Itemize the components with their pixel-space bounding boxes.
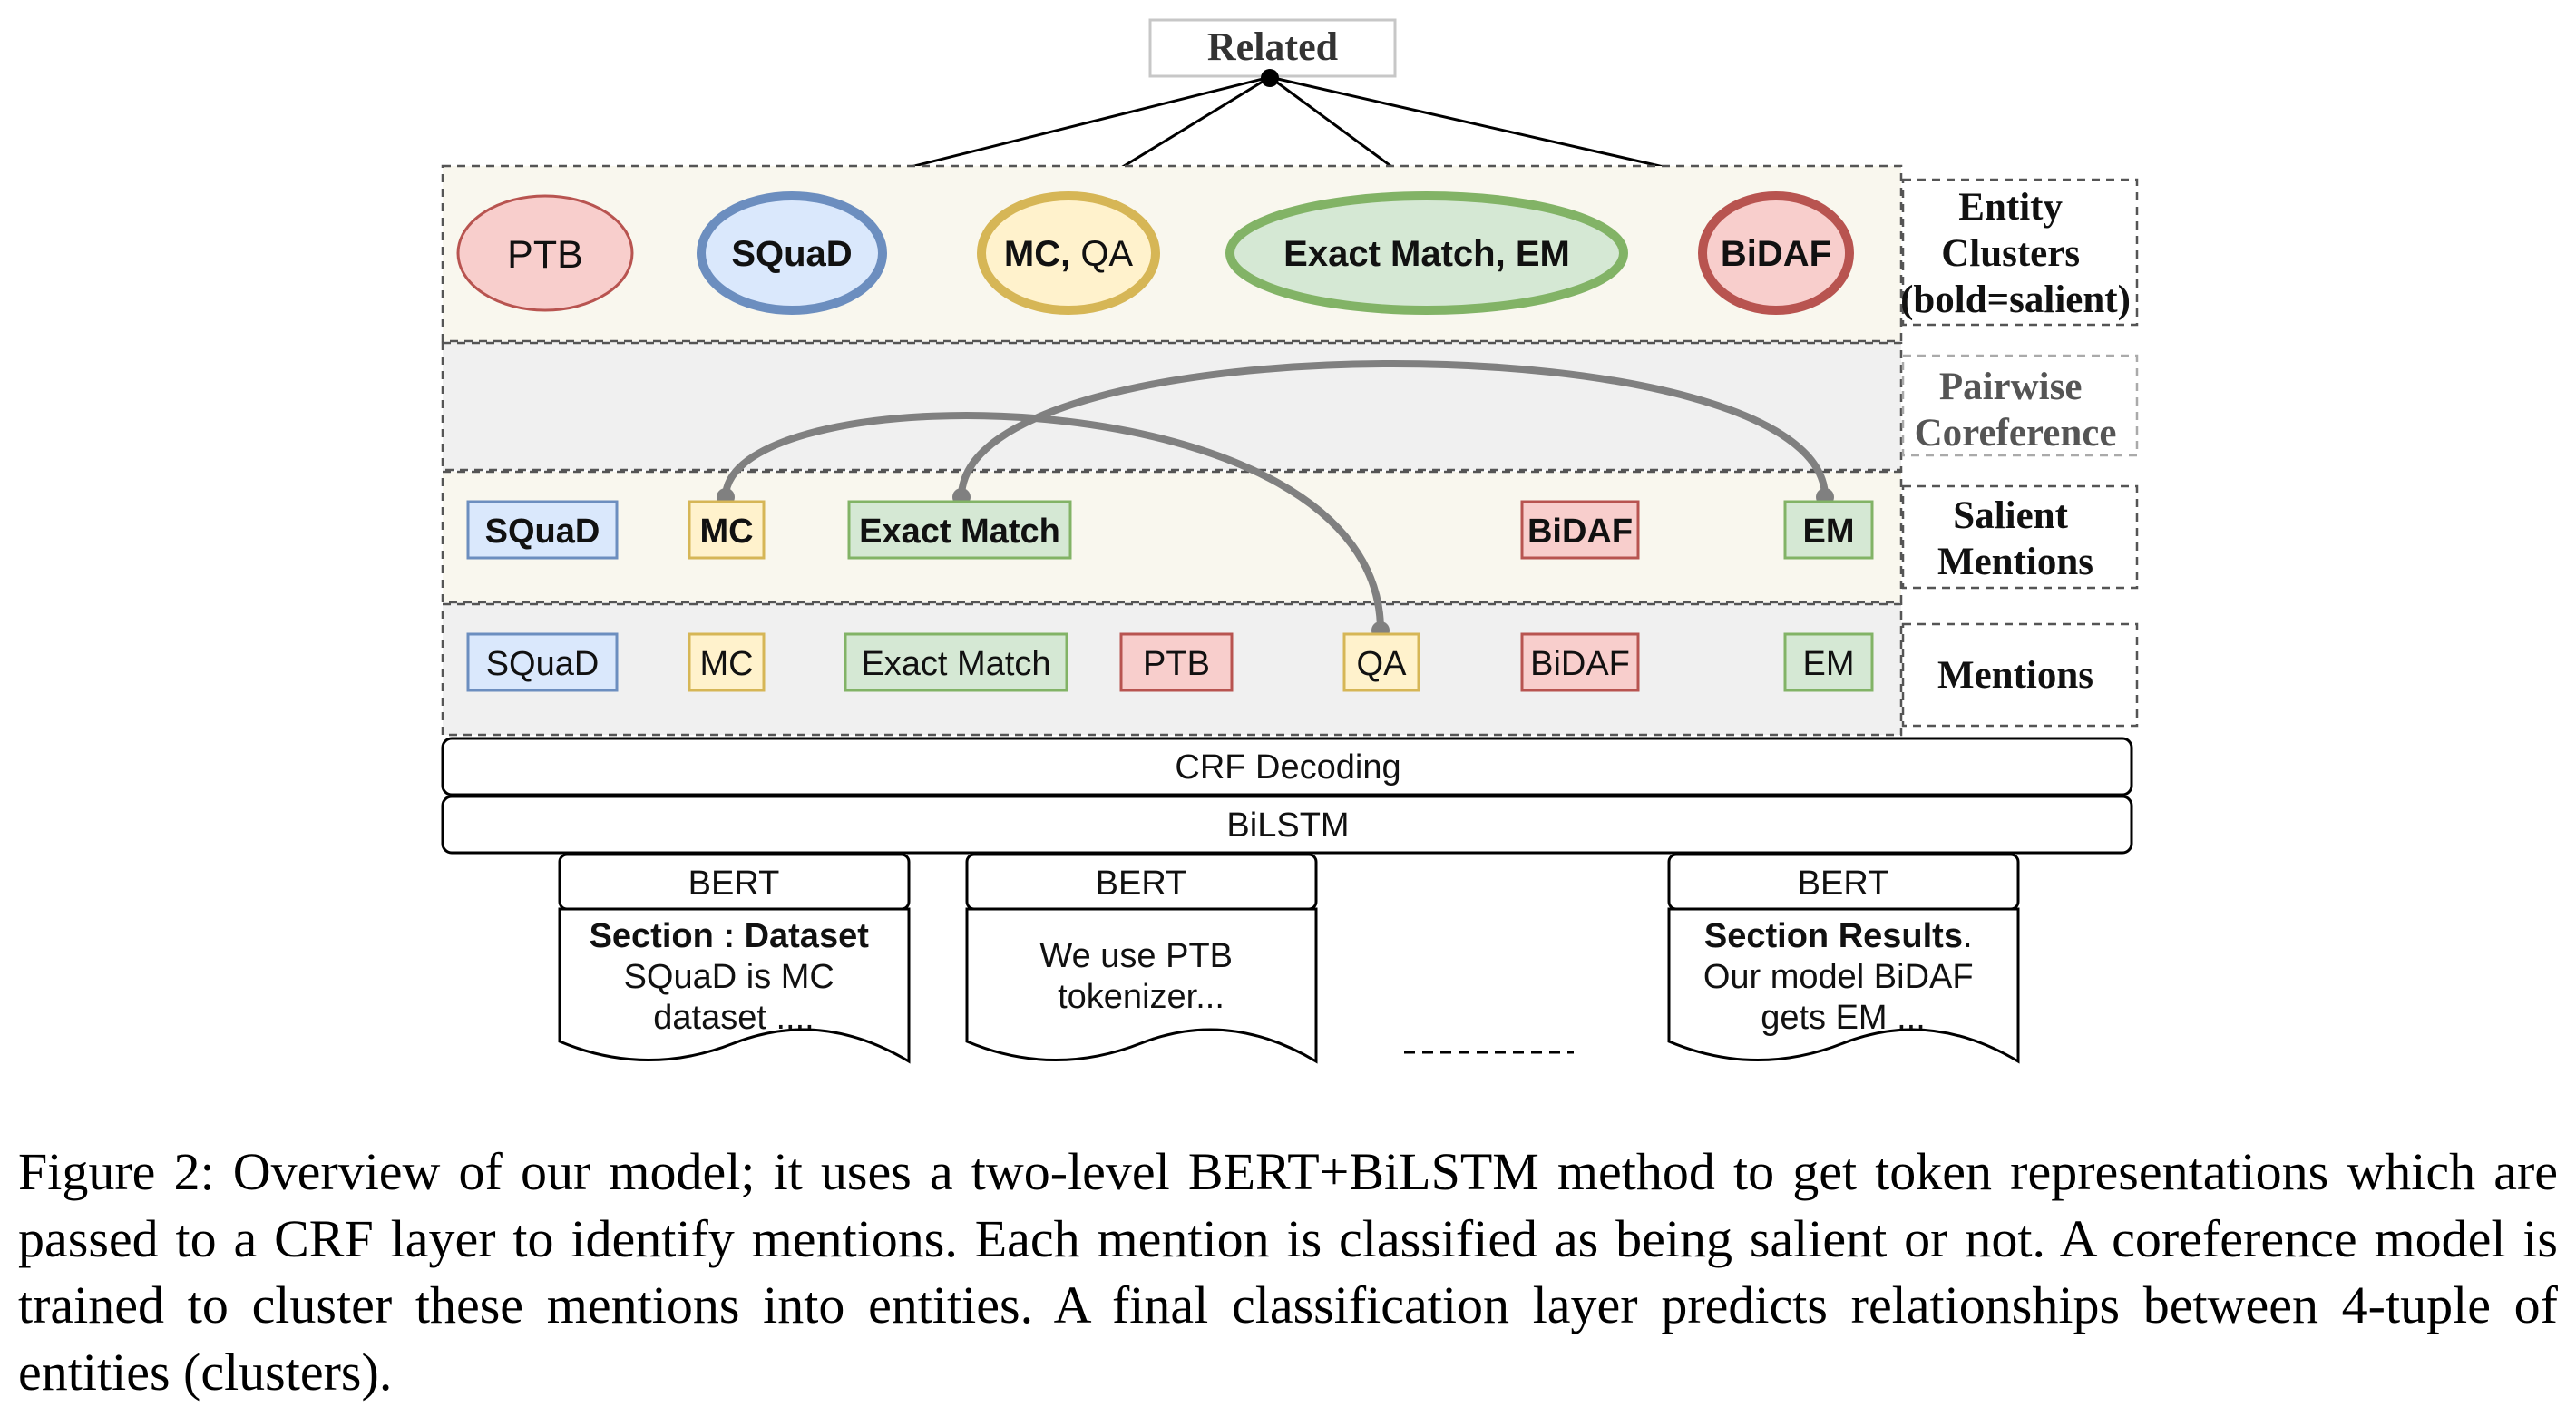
cluster-squad-label: SQuaD bbox=[731, 234, 852, 274]
salient-mention-exact-match-label: Exact Match bbox=[859, 513, 1060, 551]
salient-mention-mc-label: MC bbox=[699, 513, 753, 551]
salient-mentions: SQuaD MC Exact Match BiDAF EM bbox=[466, 500, 1874, 560]
salient-mentions-band bbox=[441, 470, 1903, 604]
cluster-mc-qa bbox=[977, 191, 1160, 315]
salient-mention-bidaf bbox=[1520, 500, 1640, 560]
figure-caption: Figure 2: Overview of our model; it uses… bbox=[18, 1142, 2558, 1402]
document-2-text: We use PTB tokenizer... bbox=[1039, 937, 1242, 1016]
salient-label-box bbox=[1901, 484, 2139, 590]
document-3-text: Section Results. Our model BiDAF gets EM… bbox=[1703, 917, 1983, 1037]
document-2-bert-label: BERT bbox=[1096, 865, 1187, 903]
mention-exact-match-label: Exact Match bbox=[861, 645, 1050, 683]
mention-bidaf-label: BiDAF bbox=[1530, 645, 1630, 683]
document-3-bert-label: BERT bbox=[1798, 865, 1889, 903]
entity-clusters-label: Entity Clusters (bold=salient) bbox=[1900, 186, 2131, 321]
coreference-arcs bbox=[722, 360, 1829, 634]
salient-mention-squad-label: SQuaD bbox=[485, 513, 600, 551]
mentions-label: Mentions bbox=[1937, 654, 2093, 697]
mentions-label-box bbox=[1901, 622, 2139, 728]
bilstm-layer bbox=[441, 795, 2133, 855]
salient-mention-mc bbox=[688, 500, 766, 560]
crf-decoding-label: CRF Decoding bbox=[1175, 748, 1400, 787]
arc-exact-match-em bbox=[958, 360, 1829, 501]
entity-clusters: PTB SQuaD MC, QA Exact Match, EM BiDAF bbox=[456, 191, 1854, 315]
model-diagram: Related Entity Clusters (bold=salient) P… bbox=[441, 18, 2139, 1064]
mention-squad bbox=[466, 632, 619, 692]
cluster-ptb bbox=[456, 194, 634, 312]
cluster-exact-match-em-label: Exact Match, EM bbox=[1283, 234, 1570, 274]
cluster-bidaf-label: BiDAF bbox=[1721, 234, 1831, 274]
cluster-mc-qa-label: MC, QA bbox=[1004, 234, 1134, 274]
mentions: SQuaD MC Exact Match PTB QA BiDAF EM bbox=[466, 632, 1874, 692]
related-label: Related bbox=[1207, 24, 1338, 69]
mention-em bbox=[1783, 632, 1874, 692]
bilstm-label: BiLSTM bbox=[1226, 806, 1349, 845]
entity-clusters-label-box bbox=[1901, 178, 2139, 327]
mention-ptb-label: PTB bbox=[1143, 645, 1210, 683]
salient-mention-em-label: EM bbox=[1803, 513, 1855, 551]
pairwise-label-box bbox=[1901, 354, 2139, 457]
document-1-bert-label: BERT bbox=[688, 865, 780, 903]
salient-mention-bidaf-label: BiDAF bbox=[1527, 513, 1633, 551]
mention-ptb bbox=[1119, 632, 1234, 692]
mention-qa-label: QA bbox=[1357, 645, 1408, 683]
mention-squad-label: SQuaD bbox=[486, 645, 600, 683]
document-2-body bbox=[965, 907, 1318, 1064]
document-1-body bbox=[558, 907, 911, 1064]
cluster-exact-match-em bbox=[1225, 191, 1628, 315]
pairwise-coreference-band bbox=[441, 341, 1903, 472]
related-box bbox=[1148, 18, 1397, 78]
document-3-body bbox=[1667, 907, 2020, 1064]
mention-qa bbox=[1342, 632, 1420, 692]
document-1: BERT Section : Dataset SQuaD is MC datas… bbox=[558, 853, 911, 1064]
arc-mc-qa bbox=[722, 411, 1384, 634]
document-2: BERT We use PTB tokenizer... bbox=[965, 853, 1318, 1064]
relation-hub-dot bbox=[1261, 69, 1279, 87]
salient-mention-exact-match bbox=[847, 500, 1072, 560]
salient-mentions-label: Salient Mentions bbox=[1937, 494, 2093, 583]
mention-bidaf bbox=[1520, 632, 1640, 692]
mention-exact-match bbox=[844, 632, 1068, 692]
entity-clusters-band bbox=[441, 164, 1903, 343]
mention-mc-label: MC bbox=[699, 645, 753, 683]
salient-mention-em bbox=[1783, 500, 1874, 560]
pairwise-coreference-label: Pairwise Coreference bbox=[1915, 366, 2117, 454]
crf-decoding-layer bbox=[441, 737, 2133, 796]
cluster-squad bbox=[697, 191, 887, 315]
mention-mc bbox=[688, 632, 766, 692]
cluster-ptb-label: PTB bbox=[507, 233, 583, 277]
document-3: BERT Section Results. Our model BiDAF ge… bbox=[1667, 853, 2020, 1064]
document-1-text: Section : Dataset SQuaD is MC dataset ..… bbox=[590, 917, 879, 1037]
salient-mention-squad bbox=[466, 500, 619, 560]
cluster-bidaf bbox=[1698, 191, 1854, 315]
mention-em-label: EM bbox=[1803, 645, 1855, 683]
